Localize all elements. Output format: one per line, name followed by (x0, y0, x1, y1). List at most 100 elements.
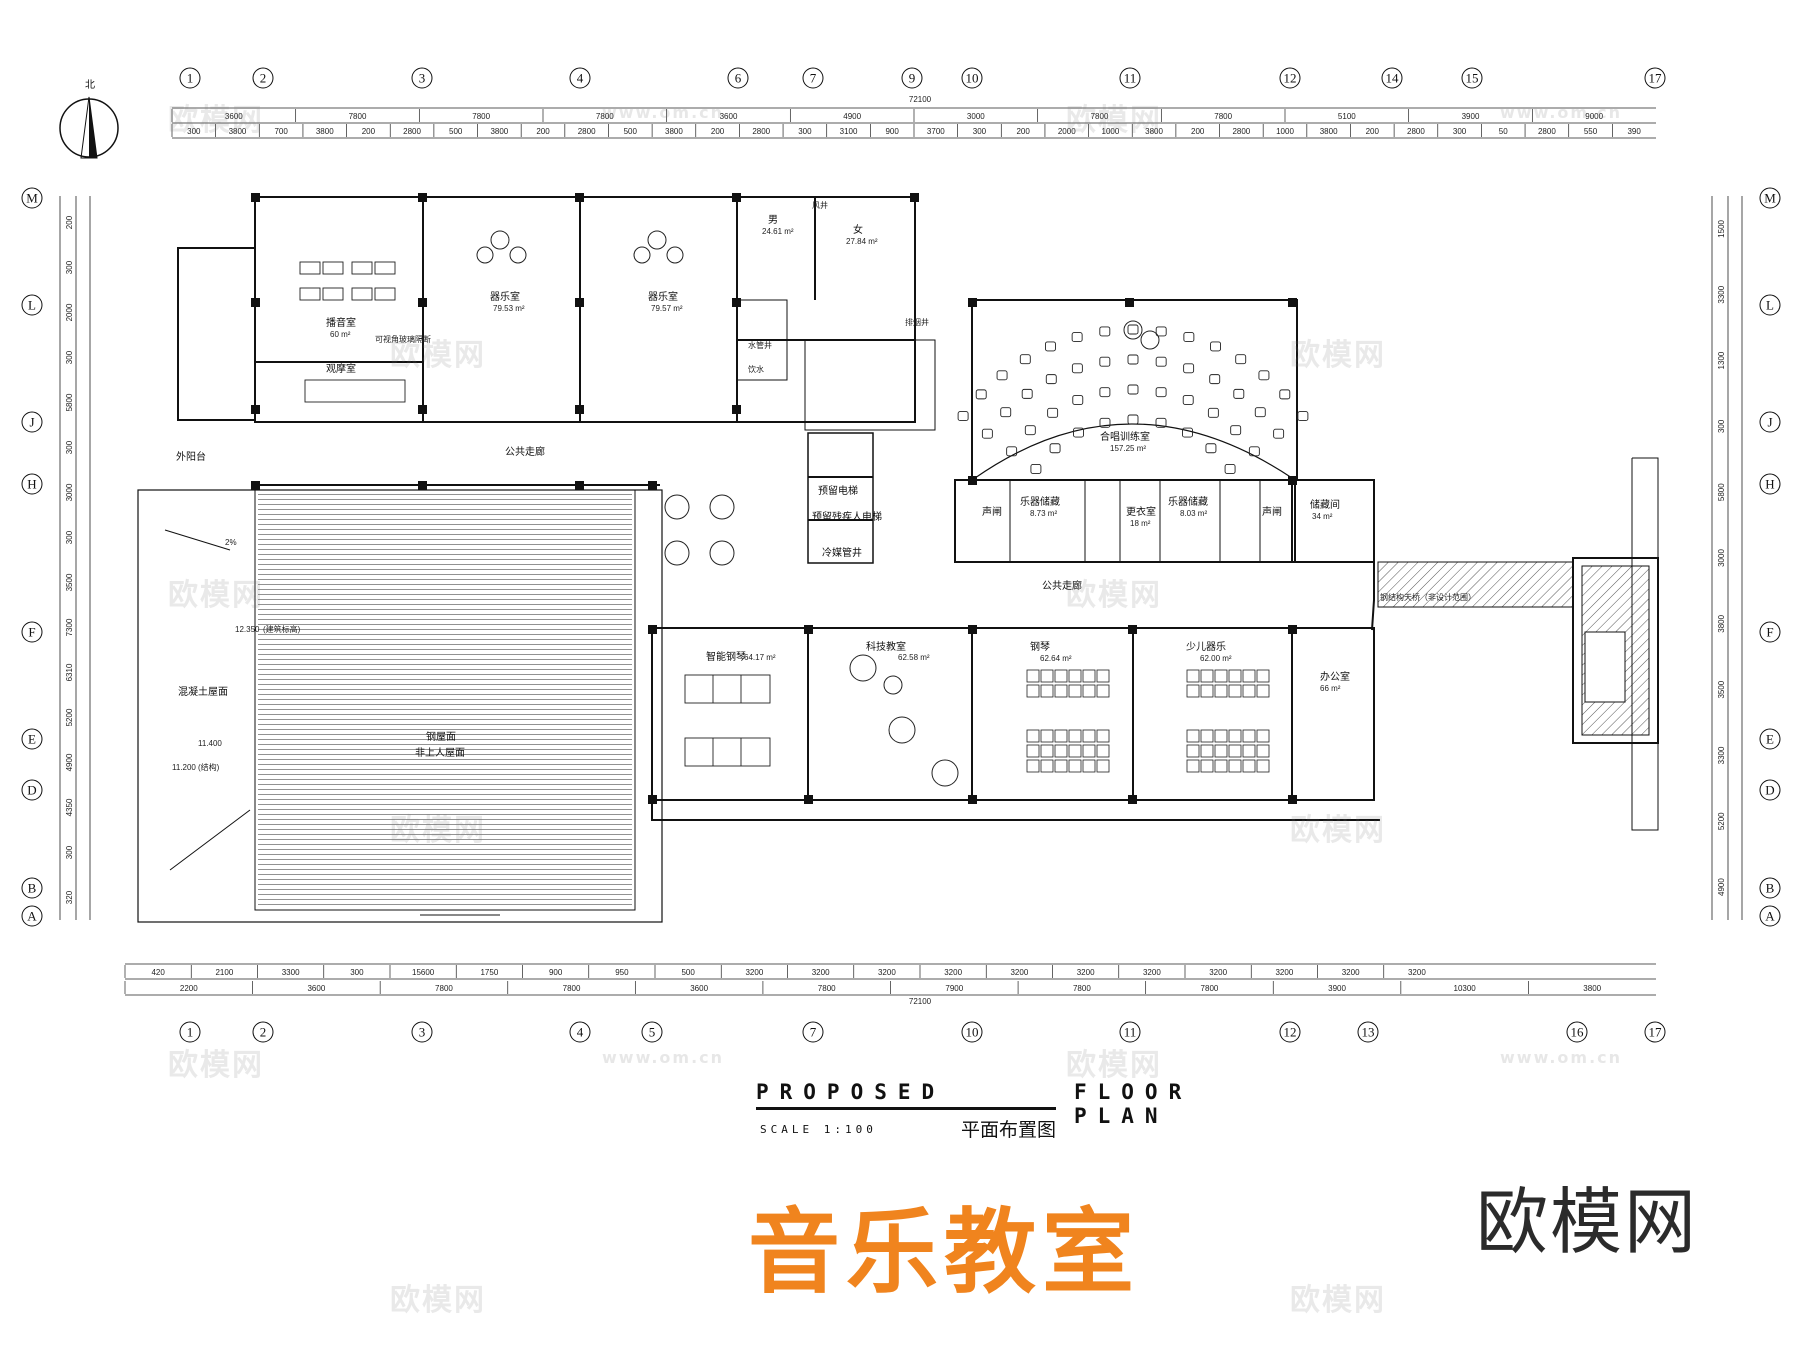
axis-label: 7 (810, 71, 817, 86)
dimension-value: 3800 (665, 127, 683, 136)
dimension-value: 3900 (1328, 984, 1346, 993)
label-elevator-1: 预留电梯 (818, 484, 858, 497)
dimension-value: 2100 (215, 968, 233, 977)
label-female-area: 27.84 m² (846, 237, 878, 246)
dimension-value: 10300 (1454, 984, 1477, 993)
axis-bubble: E (21, 728, 43, 750)
dimension-value: 3900 (1462, 112, 1480, 121)
dimension-value: 7800 (1214, 112, 1232, 121)
axis-label: F (1766, 625, 1773, 640)
title-en-part1: PROPOSED (756, 1080, 1056, 1110)
dimension-value: 3200 (1209, 968, 1227, 977)
axis-label: H (27, 477, 36, 492)
dimension-value: 5800 (1717, 483, 1726, 501)
axis-label: 17 (1649, 1025, 1663, 1040)
label-storage: 储藏间 (1310, 498, 1340, 511)
dimension-value: 2800 (1538, 127, 1556, 136)
dimension-value: 3200 (812, 968, 830, 977)
axis-bubble: 2 (252, 1021, 274, 1043)
label-tech-class-area: 62.58 m² (898, 653, 930, 662)
label-glass-note: 可视角玻璃隔断 (375, 334, 431, 344)
label-steel-roof: 钢屋面 (426, 730, 456, 743)
axis-bubble: 9 (901, 67, 923, 89)
axis-bubble: H (21, 473, 43, 495)
dimension-value: 3300 (282, 968, 300, 977)
dimension-value: 7800 (563, 984, 581, 993)
label-acoustic-2: 声闸 (1262, 505, 1282, 518)
label-steel-roof-note: 非上人屋面 (415, 747, 465, 759)
label-concrete-roof: 混凝土屋面 (178, 685, 228, 698)
brand-logo: 欧模网 (1476, 1180, 1699, 1264)
dimension-value: 1300 (1717, 351, 1726, 369)
axis-bubble: 13 (1357, 1021, 1379, 1043)
steel-roof-area (258, 493, 632, 907)
dimension-value: 2800 (1232, 127, 1250, 136)
axis-label: 12 (1284, 71, 1297, 86)
axis-bubble: D (21, 779, 43, 801)
axis-label: J (1767, 415, 1772, 430)
label-chorus-area: 157.25 m² (1110, 444, 1146, 453)
bottom-dimensions (125, 963, 1656, 996)
dimension-value: 7300 (65, 618, 74, 636)
side-dimensions (59, 196, 1743, 920)
axis-label: M (1764, 191, 1776, 206)
dimension-value: 5200 (65, 708, 74, 726)
dimension-value: 900 (549, 968, 563, 977)
dimension-value: 3500 (65, 573, 74, 591)
axis-label: 3 (419, 71, 426, 86)
dimension-value: 550 (1584, 127, 1598, 136)
axis-bubble: 3 (411, 1021, 433, 1043)
dimension-value: 3700 (927, 127, 945, 136)
axis-bubble: 1 (179, 67, 201, 89)
axis-bubble: A (21, 905, 43, 927)
building-walls (137, 196, 1380, 923)
main-title: 音乐教室 (748, 1199, 1141, 1306)
dimension-value: 2000 (1058, 127, 1076, 136)
axis-bubble: 14 (1381, 67, 1403, 89)
dimension-value: 300 (187, 127, 201, 136)
axis-label: M (26, 191, 38, 206)
dimension-value: 950 (615, 968, 629, 977)
axis-label: 12 (1284, 1025, 1297, 1040)
label-smart-piano: 智能钢琴 (706, 650, 746, 663)
dimension-value: 300 (973, 127, 987, 136)
dimension-value: 7800 (349, 112, 367, 121)
dimension-value: 2800 (1407, 127, 1425, 136)
broadcast-desks (299, 261, 406, 403)
dimension-value: 3200 (1342, 968, 1360, 977)
dimension-value: 2800 (578, 127, 596, 136)
left-dimensions: 2003002000300580030030003003500730063105… (65, 215, 74, 904)
classroom-desks (1026, 669, 1270, 773)
dimension-value: 3200 (1010, 968, 1028, 977)
north-arrow-icon: 北 (59, 79, 119, 159)
north-label: 北 (85, 79, 95, 91)
dimension-value: 3100 (840, 127, 858, 136)
dimension-value: 3300 (1717, 285, 1726, 303)
dimension-value: 7800 (1091, 112, 1109, 121)
axis-bubble: 17 (1644, 1021, 1666, 1043)
dimension-value: 4350 (65, 798, 74, 816)
label-bridge: 钢结构天桥（非设计范围） (1380, 592, 1476, 602)
label-instrument-1-area: 79.53 m² (493, 304, 525, 313)
dimension-value: 3000 (967, 112, 985, 121)
label-elevator-2: 预留残疾人电梯 (812, 510, 882, 523)
dimension-value: 7800 (435, 984, 453, 993)
axis-bubble: 2 (252, 67, 274, 89)
total-dim-top: 72100 (909, 95, 932, 104)
dimension-value: 7800 (1201, 984, 1219, 993)
axis-label: 1 (187, 1025, 194, 1040)
dimension-value: 3800 (1583, 984, 1601, 993)
axis-bubble: D (1759, 779, 1781, 801)
axis-bubble: 12 (1279, 1021, 1301, 1043)
label-office: 办公室 (1320, 670, 1350, 683)
axis-bubble: 16 (1566, 1021, 1588, 1043)
axis-label: H (1765, 477, 1774, 492)
dimension-value: 5800 (65, 393, 74, 411)
label-instrument-2: 器乐室 (648, 290, 678, 303)
dimension-value: 300 (65, 440, 74, 454)
dimension-value: 3200 (1408, 968, 1426, 977)
label-duct: 风井 (812, 200, 828, 210)
